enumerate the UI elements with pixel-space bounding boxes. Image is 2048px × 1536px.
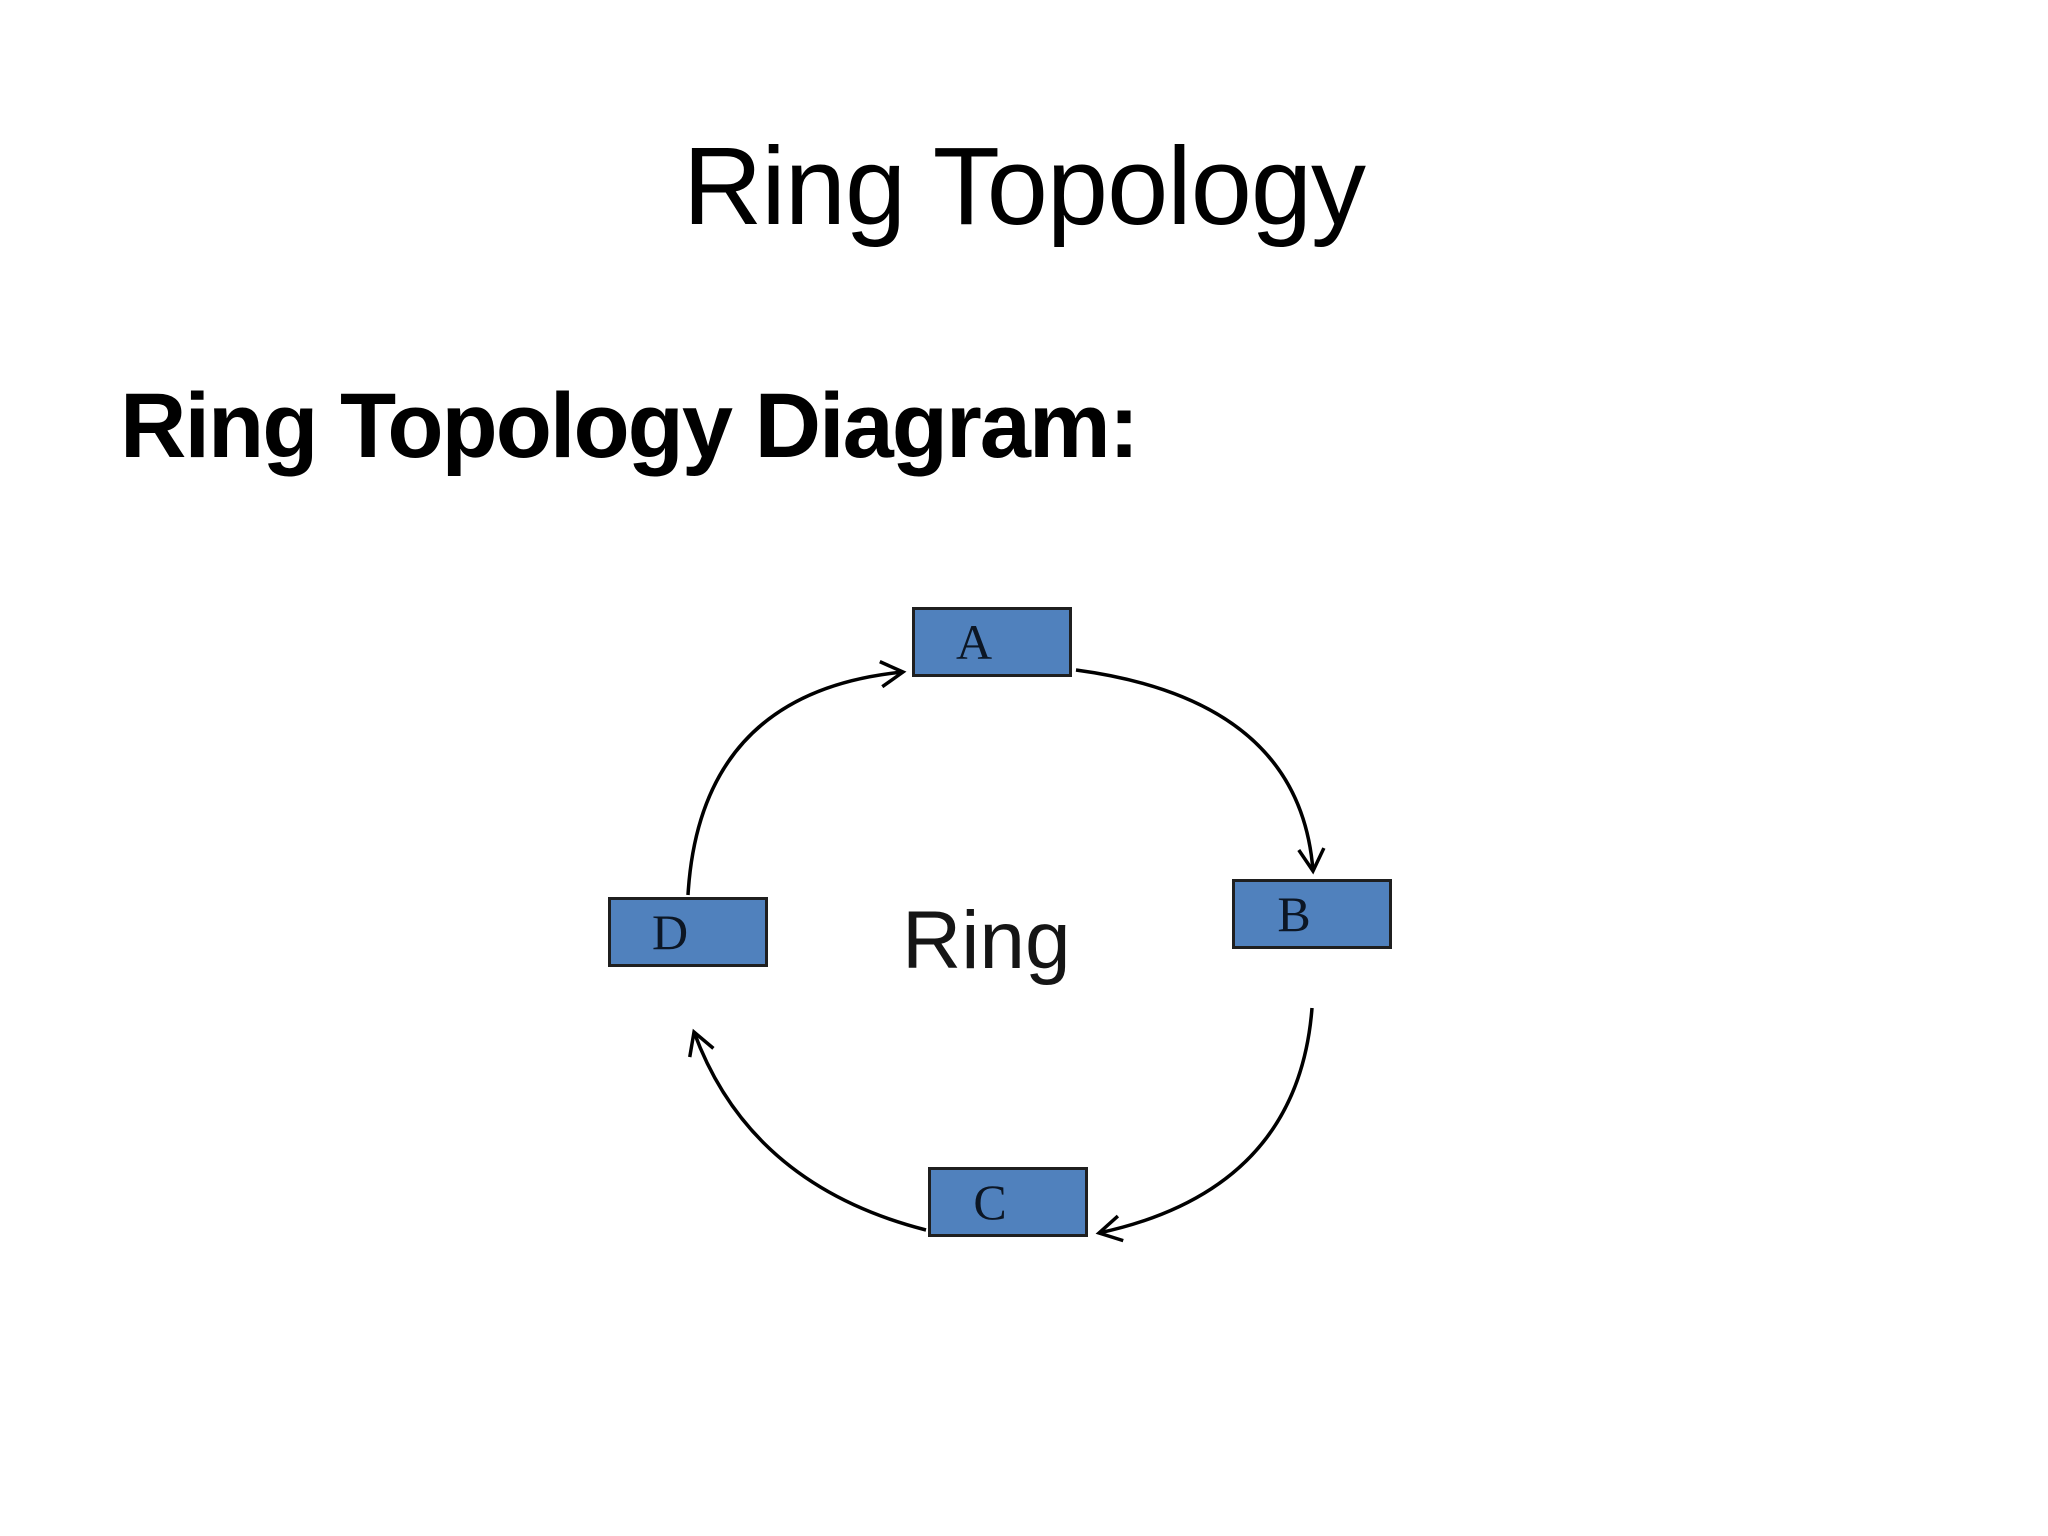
ring-center-label: Ring (902, 895, 1071, 986)
node-a-label: A (955, 614, 993, 670)
arrow-a-to-b (1075, 668, 1326, 875)
node-d-label: D (651, 904, 689, 960)
arrow-c-to-d (688, 1028, 927, 1232)
node-b: B (1232, 879, 1392, 949)
node-c-label: C (973, 1174, 1007, 1230)
arrow-b-to-c (1095, 1007, 1314, 1243)
section-heading: Ring Topology Diagram: (120, 375, 1139, 477)
arrow-d-to-a (686, 660, 907, 896)
node-c: C (928, 1167, 1088, 1237)
node-b-label: B (1277, 886, 1311, 942)
slide-title: Ring Topology (682, 125, 1366, 248)
node-a: A (912, 607, 1072, 677)
node-d: D (608, 897, 768, 967)
